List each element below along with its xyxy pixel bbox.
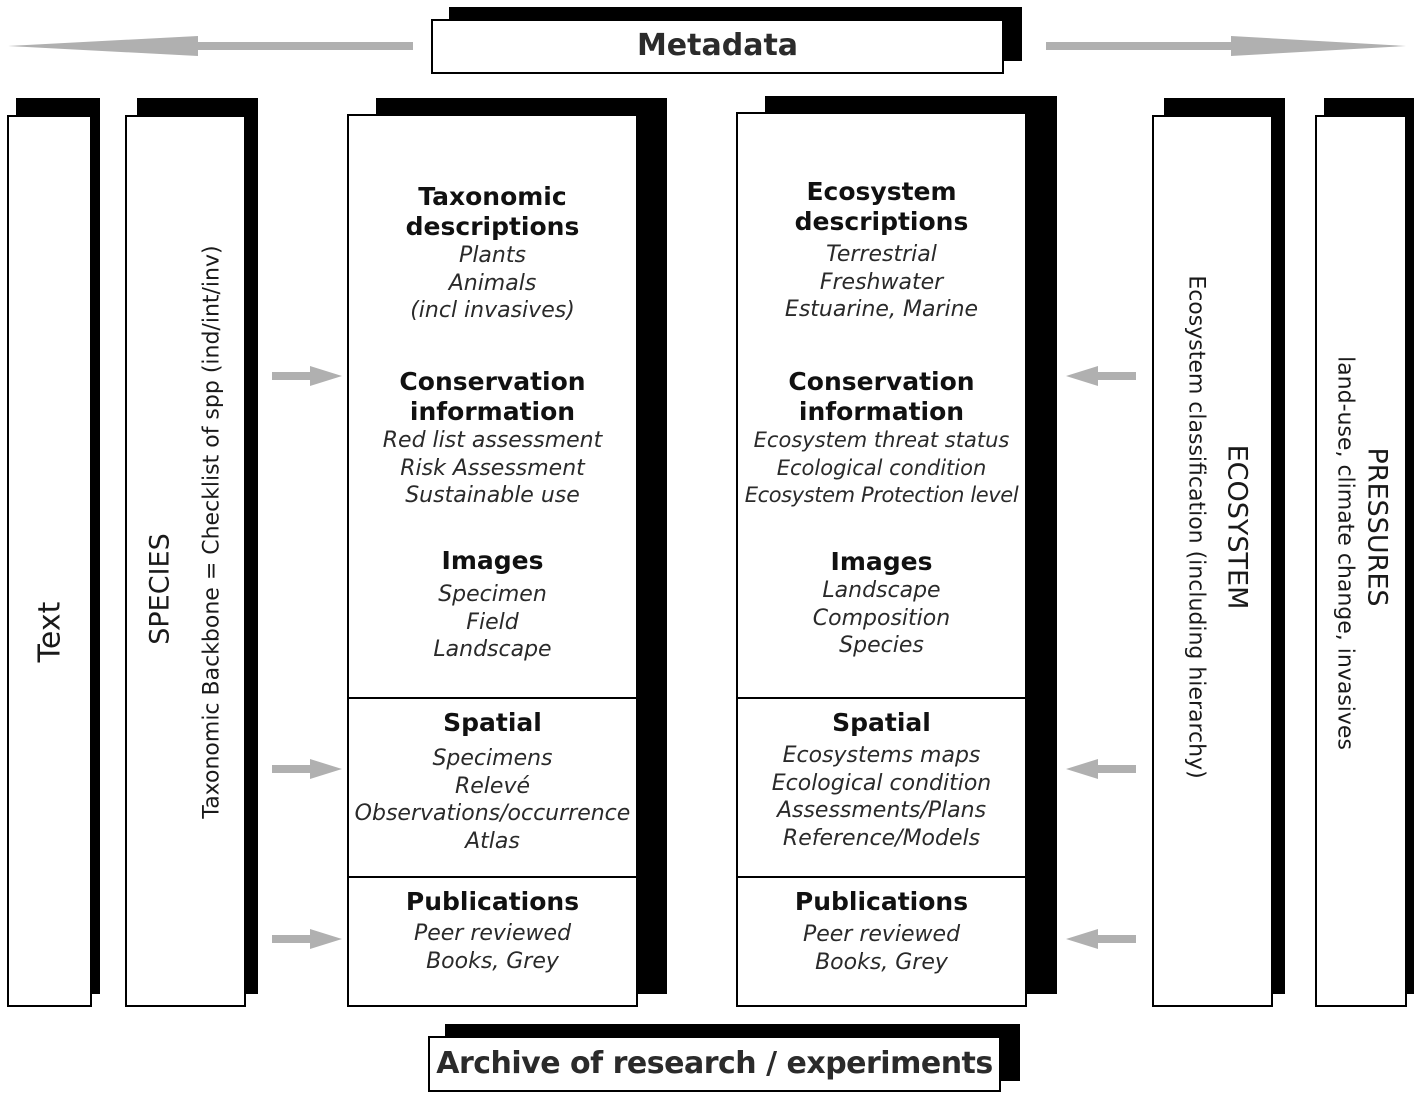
taxonomic-item: (incl invasives) — [410, 298, 575, 323]
ecosystem-column: ECOSYSTEM Ecosystem classification (incl… — [1152, 115, 1273, 1007]
species-conservation-section: Conservation information Red list assess… — [349, 367, 636, 510]
species-subtitle: Taxonomic Backbone = Checklist of spp (i… — [199, 245, 225, 819]
eco-spatial-heading: Spatial — [832, 708, 931, 737]
conservation-item: Sustainable use — [405, 483, 580, 508]
publications-item: Books, Grey — [426, 948, 559, 974]
eco-spatial-item: Reference/Models — [782, 825, 981, 851]
eco-publications-item: Peer reviewed — [802, 922, 961, 947]
text-column-label: Text — [32, 601, 67, 663]
text-column: Text — [7, 115, 92, 1007]
ecosystem-heading-1: Ecosystem — [806, 177, 957, 206]
species-arrow-2-icon — [272, 759, 342, 779]
species-spatial-section: Spatial Specimens Relevé Observations/oc… — [349, 708, 636, 855]
eco-publications-item: Books, Grey — [815, 949, 948, 975]
images-item: Specimen — [438, 582, 547, 607]
pressures-subtitle: land-use, climate change, invasives — [1332, 356, 1358, 750]
images-heading: Images — [441, 546, 544, 575]
spatial-item: Relevé — [454, 773, 531, 799]
images-item: Landscape — [433, 637, 552, 662]
ecosystem-item: Terrestrial — [826, 242, 937, 267]
ecosystem-spatial-section: Spatial Ecosystems maps Ecological condi… — [738, 708, 1025, 852]
right-arrow-icon — [1046, 36, 1406, 56]
publications-item: Peer reviewed — [413, 921, 572, 946]
pressures-title: PRESSURES — [1361, 447, 1393, 607]
eco-spatial-item: Assessments/Plans — [776, 798, 987, 823]
eco-images-item: Landscape — [822, 578, 941, 603]
conservation-item: Risk Assessment — [400, 455, 585, 481]
ecosystem-arrow-2-icon — [1066, 759, 1136, 779]
ecosystem-descriptions-section: Ecosystem descriptions Terrestrial Fresh… — [738, 177, 1025, 324]
ecosystem-heading-2: descriptions — [794, 207, 969, 236]
spatial-item: Atlas — [465, 828, 520, 854]
eco-images-item: Composition — [812, 605, 951, 631]
eco-spatial-item: Ecosystems maps — [782, 743, 981, 768]
species-images-section: Images Specimen Field Landscape — [349, 546, 636, 664]
species-main-column: Taxonomic descriptions Plants Animals (i… — [347, 114, 638, 1007]
metadata-banner: Metadata — [431, 19, 1004, 74]
ecosystem-conservation-section: Conservation information Ecosystem threa… — [738, 367, 1025, 510]
eco-images-heading: Images — [830, 547, 933, 576]
eco-spatial-item: Ecological condition — [771, 770, 992, 796]
spatial-item: Specimens — [432, 746, 553, 771]
conservation-heading-2: information — [409, 397, 576, 426]
species-divider-2 — [349, 876, 636, 878]
eco-conservation-heading-1: Conservation — [788, 367, 975, 396]
metadata-label: Metadata — [636, 28, 799, 63]
taxonomic-section: Taxonomic descriptions Plants Animals (i… — [349, 182, 636, 325]
ecosystem-arrow-3-icon — [1066, 929, 1136, 949]
species-divider-1 — [349, 697, 636, 699]
publications-heading: Publications — [405, 887, 580, 916]
eco-conservation-item: Ecological condition — [776, 455, 987, 480]
ecosystem-subtitle: Ecosystem classification (including hier… — [1183, 275, 1209, 779]
archive-banner: Archive of research / experiments — [428, 1036, 1001, 1092]
ecosystem-item: Freshwater — [819, 269, 944, 295]
left-arrow-icon — [8, 36, 413, 56]
species-title: SPECIES — [144, 533, 176, 645]
eco-images-item: Species — [839, 633, 924, 658]
ecosystem-item: Estuarine, Marine — [784, 297, 979, 322]
eco-publications-heading: Publications — [794, 887, 969, 916]
species-column: SPECIES Taxonomic Backbone = Checklist o… — [125, 115, 246, 1007]
species-arrow-3-icon — [272, 929, 342, 949]
taxonomic-item: Animals — [448, 270, 537, 296]
images-item: Field — [466, 609, 519, 635]
ecosystem-arrow-1-icon — [1066, 366, 1136, 386]
species-publications-section: Publications Peer reviewed Books, Grey — [349, 887, 636, 975]
eco-conservation-item: Ecosystem Protection level — [744, 483, 1019, 507]
taxonomic-heading-2: descriptions — [405, 212, 580, 241]
ecosystem-publications-section: Publications Peer reviewed Books, Grey — [738, 887, 1025, 976]
ecosystem-title: ECOSYSTEM — [1221, 444, 1253, 610]
ecosystem-images-section: Images Landscape Composition Species — [738, 547, 1025, 660]
conservation-item: Red list assessment — [382, 428, 603, 453]
taxonomic-heading-1: Taxonomic — [418, 182, 567, 211]
ecosystem-divider-1 — [738, 697, 1025, 699]
ecosystem-divider-2 — [738, 876, 1025, 878]
taxonomic-item: Plants — [459, 243, 526, 268]
eco-conservation-heading-2: information — [798, 397, 965, 426]
spatial-item: Observations/occurrence — [354, 801, 631, 826]
archive-label: Archive of research / experiments — [436, 1046, 993, 1081]
pressures-column: PRESSURES land-use, climate change, inva… — [1315, 115, 1407, 1007]
species-arrow-1-icon — [272, 366, 342, 386]
ecosystem-main-column: Ecosystem descriptions Terrestrial Fresh… — [736, 112, 1027, 1007]
spatial-heading: Spatial — [443, 708, 542, 737]
eco-conservation-item: Ecosystem threat status — [753, 428, 1010, 452]
conservation-heading-1: Conservation — [399, 367, 586, 396]
